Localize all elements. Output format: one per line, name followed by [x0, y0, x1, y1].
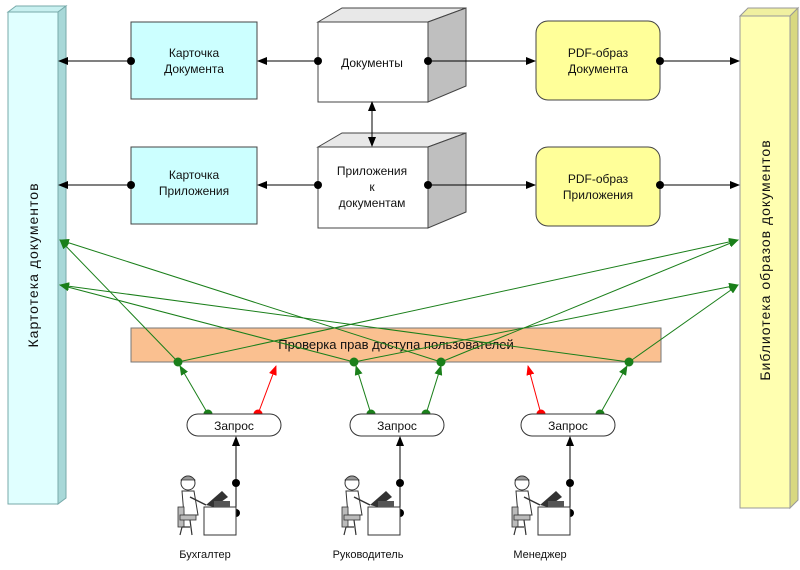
user-director-label: Руководитель: [333, 549, 404, 561]
request-label-3: Запрос: [548, 419, 588, 433]
pdf-attachment: PDF-образ Приложения: [535, 146, 661, 227]
card-attachment-line1: Карточка: [169, 168, 220, 182]
dot-pdf-doc: [656, 57, 664, 65]
cube-attachments-line1: Приложения: [337, 164, 407, 178]
card-document-line2: Документа: [164, 62, 224, 76]
dot-docs-right: [424, 57, 432, 65]
user-director-icon: [341, 475, 401, 536]
user-accountant-label: Бухгалтер: [179, 549, 230, 561]
request-label-1: Запрос: [214, 419, 254, 433]
pdf-attachment-line1: PDF-образ: [568, 172, 629, 186]
cube-attachments-line3: документам: [339, 196, 406, 210]
card-attachment: Карточка Приложения: [130, 146, 258, 225]
cube-documents: Документы: [316, 7, 467, 103]
access-check-bar: Проверка прав доступа пользователей: [130, 327, 662, 363]
right-bar-biblioteka: Библиотека образов документов: [738, 6, 800, 510]
cube-attachments: Приложения к документам: [316, 132, 467, 229]
card-attachment-line2: Приложения: [159, 184, 229, 198]
user-manager-label: Менеджер: [513, 549, 566, 561]
dot-att-left: [314, 181, 322, 189]
user-manager: Менеджер: [511, 475, 571, 561]
request-label-2: Запрос: [377, 419, 417, 433]
user-accountant: Бухгалтер: [177, 475, 237, 561]
request-box-3: Запрос: [520, 413, 616, 437]
user-accountant-icon: [177, 475, 237, 536]
grant-arrows: [59, 238, 739, 363]
pdf-document-line1: PDF-образ: [568, 46, 629, 60]
dot-card-att: [127, 181, 135, 189]
grant-nodes: [173, 357, 634, 367]
access-check-label: Проверка прав доступа пользователей: [278, 337, 513, 352]
user-director: Руководитель: [333, 475, 404, 561]
cube-documents-label: Документы: [341, 56, 403, 70]
pdf-attachment-line2: Приложения: [563, 188, 633, 202]
cube-attachments-line2: к: [369, 180, 375, 194]
dot-pdf-att: [656, 181, 664, 189]
left-bar-label: Картотека документов: [25, 182, 41, 347]
dot-att-right: [424, 181, 432, 189]
user-manager-icon: [511, 475, 571, 536]
pdf-document: PDF-образ Документа: [535, 20, 661, 101]
dot-docs-left: [314, 57, 322, 65]
request-box-2: Запрос: [349, 413, 445, 437]
right-bar-label: Библиотека образов документов: [757, 139, 773, 380]
left-bar-kartoteka: Картотека документов: [6, 5, 68, 505]
data-flow-arrows: [58, 57, 740, 189]
card-document-line1: Карточка: [169, 46, 220, 60]
request-box-1: Запрос: [186, 413, 282, 437]
dot-card-doc: [127, 57, 135, 65]
pdf-document-line2: Документа: [568, 62, 628, 76]
request-arrows: [179, 365, 628, 419]
card-document: Карточка Документа: [130, 21, 258, 100]
